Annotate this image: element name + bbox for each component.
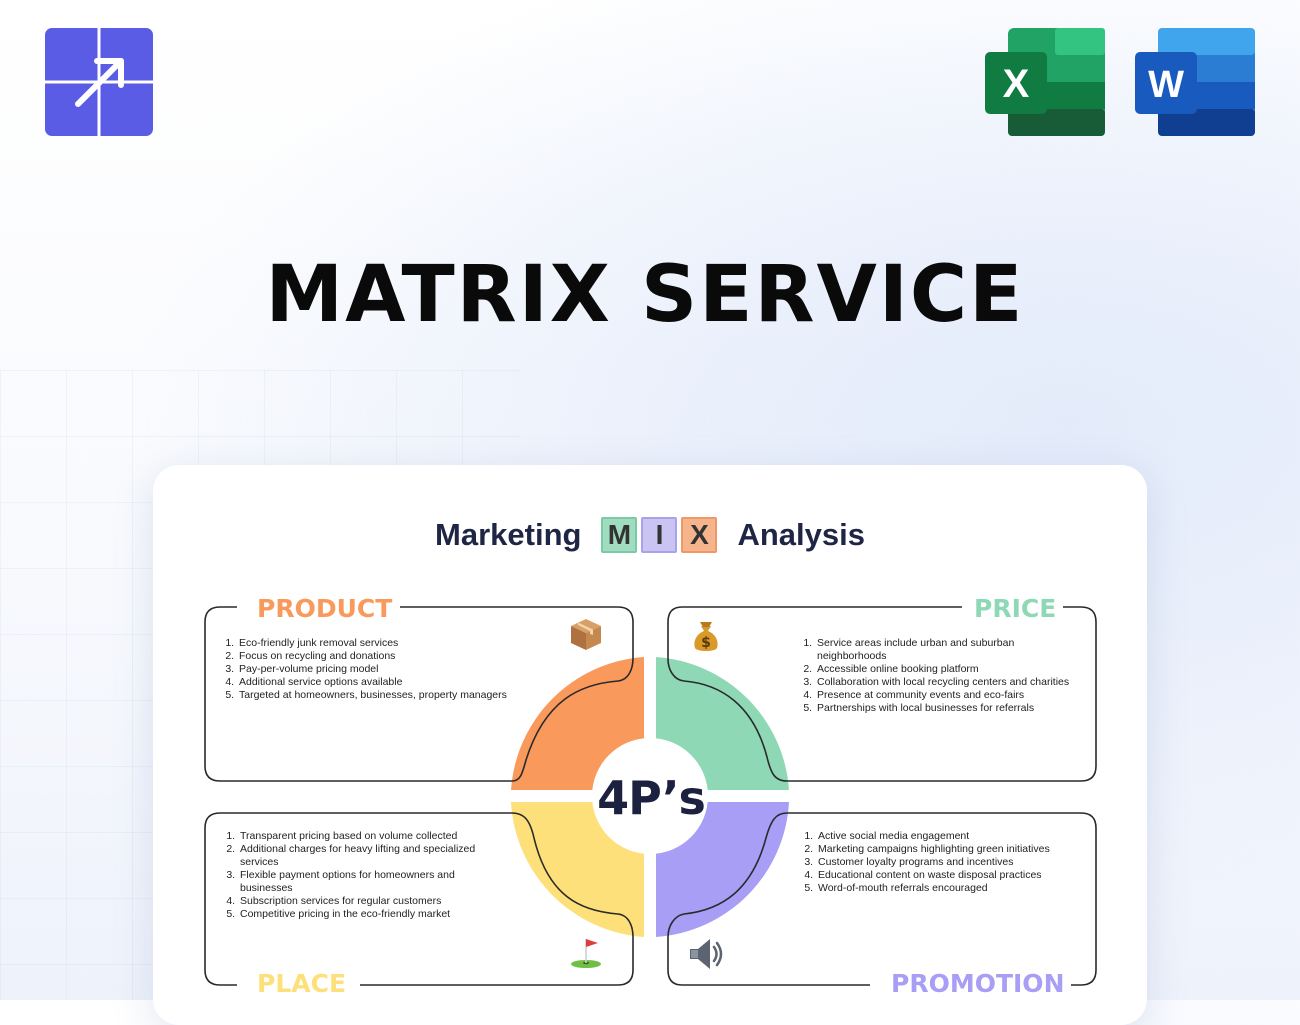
list-item: Additional service options available xyxy=(237,676,537,689)
list-item: Accessible online booking platform xyxy=(815,663,1095,676)
header-marketing: Marketing xyxy=(435,517,582,552)
list-item: Transparent pricing based on volume coll… xyxy=(238,830,493,843)
list-item: Eco-friendly junk removal services xyxy=(237,637,537,650)
golf-flag-icon xyxy=(566,934,606,977)
list-item: Partnerships with local businesses for r… xyxy=(815,702,1095,715)
list-item: Educational content on waste disposal pr… xyxy=(816,869,1096,882)
price-list: Service areas include urban and suburban… xyxy=(802,637,1095,715)
price-frame xyxy=(667,606,1097,782)
list-item: Pay-per-volume pricing model xyxy=(237,663,537,676)
four-ps-label: 4P’s xyxy=(597,771,706,825)
list-item: Collaboration with local recycling cente… xyxy=(815,676,1095,689)
mix-letter-i: I xyxy=(641,517,678,553)
four-ps-diagram xyxy=(204,606,1097,986)
center-circle xyxy=(592,738,708,854)
excel-icon[interactable]: X xyxy=(985,28,1105,136)
speaker-icon xyxy=(686,934,726,981)
mix-letter-m: M xyxy=(601,517,638,553)
arrow-up-right-icon xyxy=(45,28,153,136)
price-title: PRICE xyxy=(968,594,1063,624)
list-item: Additional charges for heavy lifting and… xyxy=(238,843,493,869)
list-item: Customer loyalty programs and incentives xyxy=(816,856,1096,869)
product-frame xyxy=(204,606,634,782)
place-list: Transparent pricing based on volume coll… xyxy=(225,830,493,921)
list-item: Active social media engagement xyxy=(816,830,1096,843)
mix-letter-x: X xyxy=(681,517,718,553)
product-title: PRODUCT xyxy=(251,594,399,624)
mix-letters: M I X xyxy=(601,517,718,553)
place-frame xyxy=(204,812,634,986)
promotion-title: PROMOTION xyxy=(885,969,1071,999)
promotion-list: Active social media engagement Marketing… xyxy=(803,830,1096,895)
page-title: MATRIX SERVICE xyxy=(265,250,1025,340)
place-title: PLACE xyxy=(251,969,353,999)
list-item: Competitive pricing in the eco-friendly … xyxy=(238,908,493,921)
word-icon[interactable]: W xyxy=(1135,28,1255,136)
card-header: Marketing M I X Analysis xyxy=(0,512,1300,558)
svg-text:X: X xyxy=(1003,62,1030,106)
list-item: Marketing campaigns highlighting green i… xyxy=(816,843,1096,856)
promotion-frame xyxy=(667,812,1097,986)
svg-text:W: W xyxy=(1148,64,1184,106)
header-analysis: Analysis xyxy=(737,517,865,552)
list-item: Word-of-mouth referrals encouraged xyxy=(816,882,1096,895)
list-item: Service areas include urban and suburban… xyxy=(815,637,1027,663)
list-item: Presence at community events and eco-fai… xyxy=(815,689,1095,702)
list-item: Flexible payment options for homeowners … xyxy=(238,869,462,895)
list-item: Subscription services for regular custom… xyxy=(238,895,493,908)
product-list: Eco-friendly junk removal services Focus… xyxy=(224,637,537,702)
package-icon xyxy=(566,616,606,659)
list-item: Targeted at homeowners, businesses, prop… xyxy=(237,689,537,702)
svg-text:$: $ xyxy=(701,635,711,651)
brand-logo-icon[interactable] xyxy=(45,28,153,136)
money-bag-icon: $ xyxy=(686,618,726,661)
list-item: Focus on recycling and donations xyxy=(237,650,537,663)
